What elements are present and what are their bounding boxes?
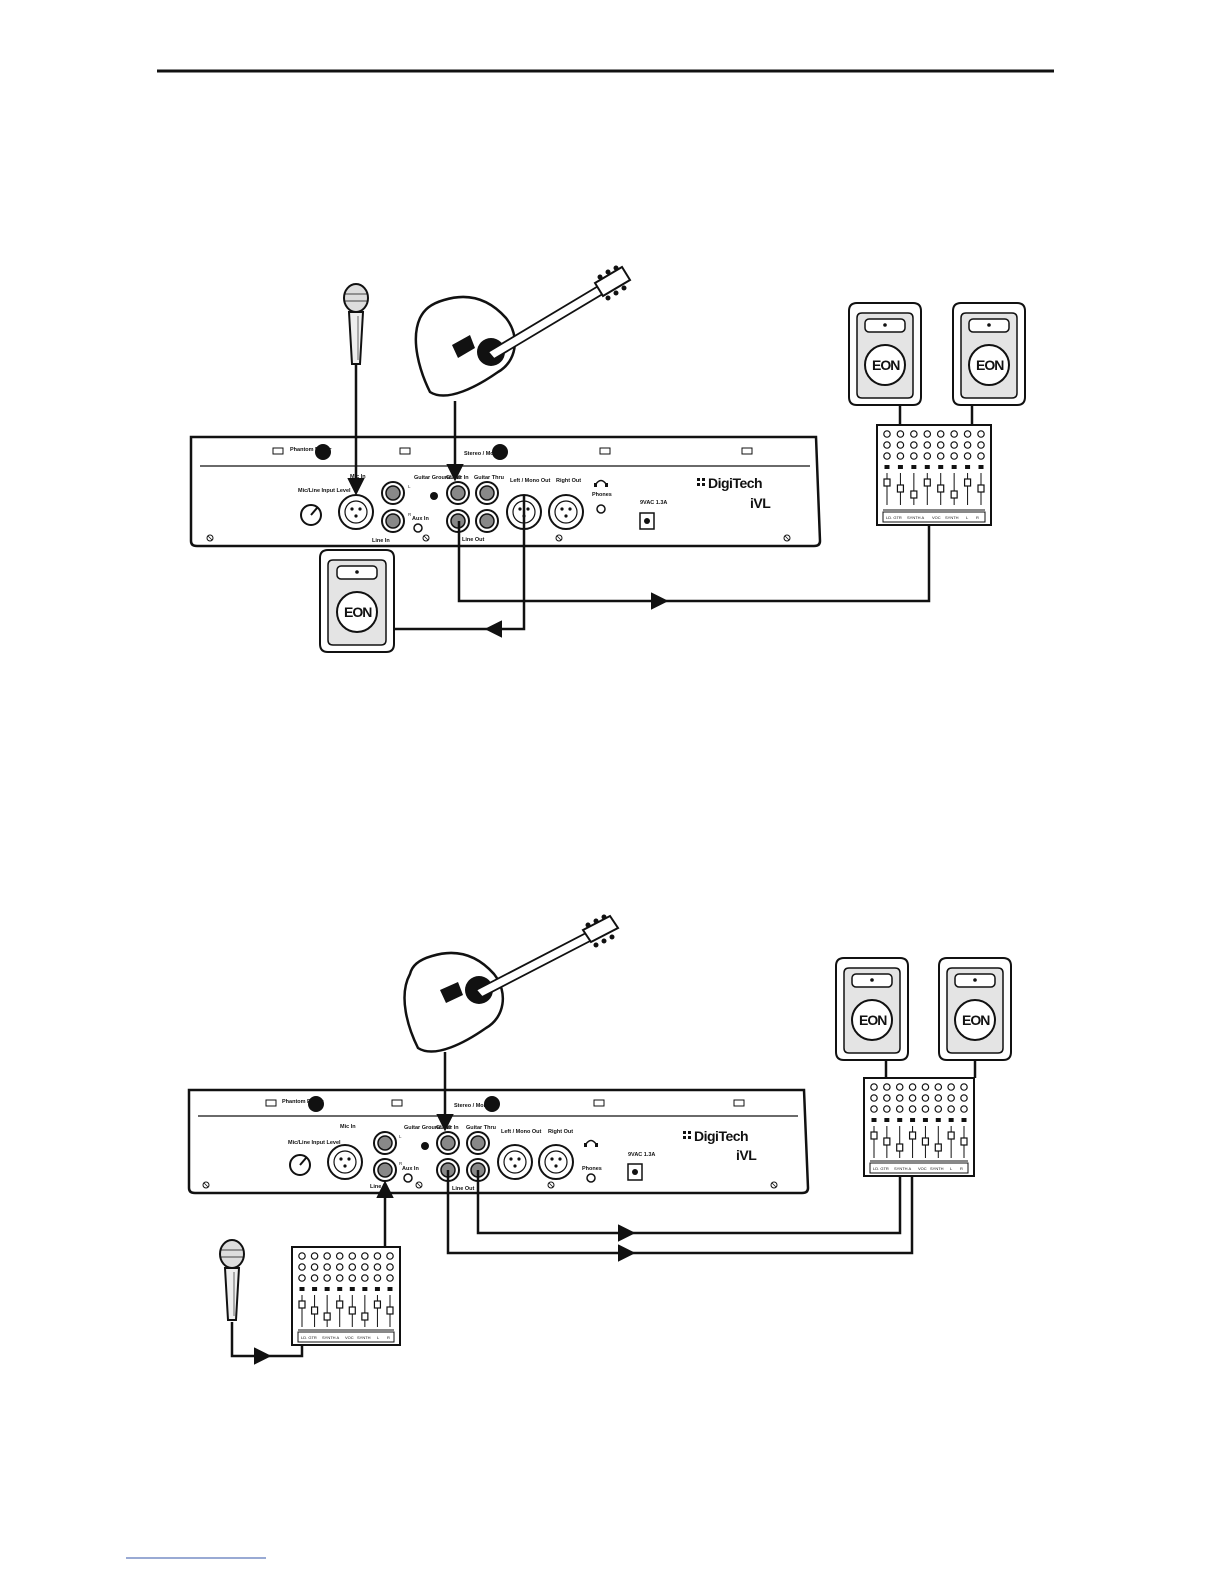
svg-text:SYNTH: SYNTH bbox=[945, 515, 959, 520]
aux-in-jack bbox=[413, 523, 423, 533]
svg-text:Left / Mono Out: Left / Mono Out bbox=[501, 1129, 541, 1135]
stereo-mono-label: Stereo / Mono bbox=[464, 451, 501, 457]
headphones-icon bbox=[594, 479, 608, 487]
svg-text:Line Out: Line Out bbox=[452, 1186, 474, 1192]
pa-speaker-right-icon-2: EON bbox=[938, 957, 1012, 1061]
svg-text:VOC: VOC bbox=[345, 1335, 354, 1340]
svg-text:R: R bbox=[399, 1161, 403, 1166]
svg-text:LD. GTR: LD. GTR bbox=[886, 515, 902, 520]
phones-jack bbox=[596, 504, 606, 514]
line-out-label: Line Out bbox=[462, 537, 484, 543]
diagram-2: Phantom Power Stereo / Mono Mic/Line Inp… bbox=[187, 914, 1012, 1365]
ivl-logo: iVL bbox=[750, 495, 771, 511]
svg-text:SYNTH: SYNTH bbox=[357, 1335, 371, 1340]
ivl-rear-panel: Phantom Power Stereo / Mono Mic/Line Inp… bbox=[189, 435, 822, 548]
acoustic-guitar-icon bbox=[414, 265, 632, 397]
guitar-ground-lift-label: Guitar Ground Lift bbox=[414, 475, 462, 481]
guitar-thru-label: Guitar Thru bbox=[474, 475, 504, 481]
mixer-icon-3: LD. GTR SYNTH A VOC SYNTH L R bbox=[291, 1246, 401, 1346]
aux-in-label: Aux In bbox=[412, 516, 429, 522]
line-in-label: Line In bbox=[372, 538, 390, 544]
svg-text:R: R bbox=[387, 1335, 390, 1340]
svg-text:DigiTech: DigiTech bbox=[694, 1128, 748, 1144]
mixer-icon: LD. GTR SYNTH A VOC SYNTH L R bbox=[876, 424, 992, 526]
cables-diagram-1 bbox=[347, 364, 974, 638]
line-out-r-jack bbox=[475, 509, 499, 533]
pa-speaker-left-icon-2: EON bbox=[835, 957, 909, 1061]
svg-text:Mic In: Mic In bbox=[340, 1124, 356, 1130]
svg-text:iVL: iVL bbox=[736, 1147, 757, 1163]
mic-in-label: Mic In bbox=[350, 474, 366, 480]
microphone-icon-2 bbox=[219, 1239, 245, 1321]
svg-text:EON: EON bbox=[859, 1012, 887, 1028]
svg-text:Stereo / Mono: Stereo / Mono bbox=[454, 1103, 491, 1109]
right-out-label: Right Out bbox=[556, 478, 581, 484]
eon-logo: EON bbox=[344, 604, 372, 620]
svg-text:EON: EON bbox=[872, 357, 900, 373]
guitar-thru-jack bbox=[475, 481, 499, 505]
svg-text:L: L bbox=[377, 1335, 380, 1340]
digitech-logo: DigiTech bbox=[708, 475, 762, 491]
phantom-power-switch bbox=[315, 444, 331, 460]
svg-text:SYNTH A: SYNTH A bbox=[894, 1166, 911, 1171]
power-label: 9VAC 1.3A bbox=[640, 500, 667, 506]
svg-text:Guitar In: Guitar In bbox=[436, 1125, 459, 1131]
mic-in-jack bbox=[338, 494, 374, 530]
monitor-speaker-icon: EON bbox=[319, 549, 395, 653]
svg-text:L: L bbox=[399, 1134, 402, 1139]
svg-text:R: R bbox=[976, 515, 979, 520]
cables-diagram-2 bbox=[230, 1052, 977, 1365]
svg-text:L: L bbox=[408, 484, 411, 489]
mic-line-input-level-label: Mic/Line Input Level bbox=[298, 488, 351, 494]
line-in-r-jack bbox=[381, 509, 405, 533]
svg-text:R: R bbox=[960, 1166, 963, 1171]
svg-text:Right Out: Right Out bbox=[548, 1129, 573, 1135]
svg-text:Mic/Line Input Level: Mic/Line Input Level bbox=[288, 1140, 341, 1146]
guitar-in-jack bbox=[446, 481, 470, 505]
stereo-mono-switch bbox=[492, 444, 508, 460]
diagram-1: Phantom Power Stereo / Mono Mic/Line Inp… bbox=[189, 265, 1026, 653]
guitar-in-label: Guitar In bbox=[446, 475, 469, 481]
svg-text:9VAC 1.3A: 9VAC 1.3A bbox=[628, 1152, 655, 1158]
microphone-icon bbox=[343, 283, 369, 365]
right-out-jack bbox=[548, 494, 584, 530]
acoustic-guitar-icon-2 bbox=[403, 914, 620, 1053]
svg-text:VOC: VOC bbox=[932, 515, 941, 520]
svg-text:LD. GTR: LD. GTR bbox=[301, 1335, 317, 1340]
svg-text:Guitar Thru: Guitar Thru bbox=[466, 1125, 496, 1131]
left-mono-out-label: Left / Mono Out bbox=[510, 478, 550, 484]
svg-text:L: L bbox=[950, 1166, 953, 1171]
line-in-l-jack bbox=[381, 481, 405, 505]
svg-text:LD. GTR: LD. GTR bbox=[873, 1166, 889, 1171]
svg-text:Aux In: Aux In bbox=[402, 1166, 419, 1172]
svg-text:EON: EON bbox=[962, 1012, 990, 1028]
svg-text:Phones: Phones bbox=[582, 1166, 602, 1172]
pa-speaker-right-icon: EON bbox=[952, 302, 1026, 406]
svg-text:SYNTH A: SYNTH A bbox=[907, 515, 924, 520]
svg-text:Guitar Ground Lift: Guitar Ground Lift bbox=[404, 1125, 452, 1131]
svg-text:SYNTH A: SYNTH A bbox=[322, 1335, 339, 1340]
ivl-rear-panel-2: Phantom Power Stereo / Mono Mic/Line Inp… bbox=[187, 1088, 810, 1195]
mixer-icon-2: LD. GTR SYNTH A VOC SYNTH L R bbox=[863, 1077, 975, 1177]
svg-text:R: R bbox=[408, 512, 412, 517]
svg-text:VOC: VOC bbox=[918, 1166, 927, 1171]
pa-speaker-left-icon: EON bbox=[848, 302, 922, 406]
svg-text:L: L bbox=[966, 515, 969, 520]
svg-text:SYNTH: SYNTH bbox=[930, 1166, 944, 1171]
phantom-power-label: Phantom Power bbox=[290, 447, 332, 453]
ground-lift-switch bbox=[430, 492, 438, 500]
svg-text:Phantom Power: Phantom Power bbox=[282, 1099, 324, 1105]
phones-label: Phones bbox=[592, 492, 612, 498]
svg-text:EON: EON bbox=[976, 357, 1004, 373]
